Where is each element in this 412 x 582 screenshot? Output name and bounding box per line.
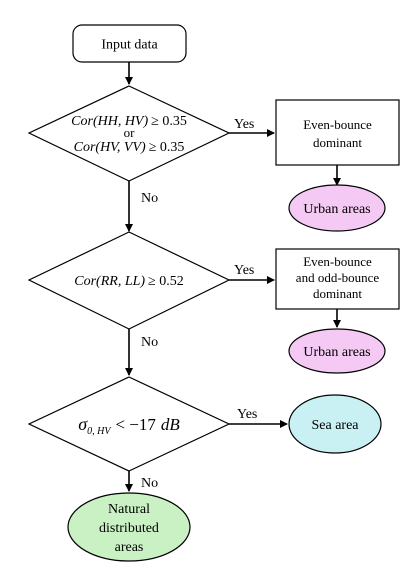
edges: [125, 62, 341, 492]
decision-1-line-3-rel: ≥ 0.35: [149, 140, 185, 155]
decision-2-line-1-func: Cor: [74, 274, 96, 289]
terminal-urban-2: Urban areas: [288, 328, 386, 374]
yes-label-2: Yes: [234, 263, 254, 278]
process-1-box: [275, 99, 400, 166]
start-node: Input data: [72, 24, 187, 63]
decision-3-unit: dB: [161, 415, 181, 434]
decision-3-subscript: 0, HV: [87, 426, 112, 437]
decision-2-line-1-args: (RR, LL): [96, 274, 145, 289]
terminal-natural-line-2: distributed: [99, 521, 159, 536]
terminal-sea-ellipse: [288, 394, 382, 454]
edge-labels: Yes No Yes No Yes No: [141, 117, 257, 491]
decision-1: Cor(HH, HV)≥ 0.35 or Cor(HV, VV)≥ 0.35: [27, 85, 231, 182]
decision-1-line-1: Cor(HH, HV)≥ 0.35: [71, 114, 187, 129]
decision-1-line-3-func: Cor: [74, 140, 96, 155]
terminal-urban-2-label: Urban areas: [303, 345, 370, 360]
decision-2-line-1: Cor(RR, LL)≥ 0.52: [74, 274, 183, 289]
decision-3-diamond: [27, 376, 231, 472]
terminal-urban-1-label: Urban areas: [303, 202, 370, 217]
decision-3: σ0, HV< −17 dB: [27, 376, 231, 472]
decision-1-line-2: or: [124, 125, 136, 140]
process-2-box: [275, 248, 400, 310]
process-1-line-1: Even-bounce: [303, 117, 372, 132]
yes-label-1: Yes: [234, 117, 254, 132]
process-2-line-1: Even-bounce: [303, 254, 372, 269]
decision-1-line-1-rel: ≥ 0.35: [151, 114, 187, 129]
terminal-sea: Sea area: [288, 394, 382, 454]
decision-1-line-3: Cor(HV, VV)≥ 0.35: [74, 140, 185, 155]
terminal-natural: Natural distributed areas: [67, 492, 191, 562]
decision-1-line-1-args: (HH, HV): [93, 114, 149, 129]
terminal-natural-line-1: Natural: [108, 502, 150, 517]
decision-2: Cor(RR, LL)≥ 0.52: [27, 231, 231, 330]
terminal-urban-1: Urban areas: [288, 184, 386, 232]
start-node-box: [72, 24, 187, 63]
no-label-1: No: [141, 191, 158, 206]
decision-2-diamond: [27, 231, 231, 330]
decision-2-line-1-rel: ≥ 0.52: [148, 274, 184, 289]
process-1-line-2: dominant: [313, 135, 362, 150]
process-2: Even-bounce and odd-bounce dominant: [275, 248, 400, 310]
terminal-natural-ellipse: [67, 492, 191, 562]
decision-3-rel: < −17: [115, 415, 156, 434]
no-label-3: No: [141, 476, 158, 491]
no-label-2: No: [141, 335, 158, 350]
process-2-line-2: and odd-bounce: [296, 270, 380, 285]
terminal-sea-label: Sea area: [311, 418, 359, 433]
decision-1-line-3-args: (HV, VV): [95, 140, 146, 155]
yes-label-3: Yes: [237, 407, 257, 422]
process-1: Even-bounce dominant: [275, 99, 400, 166]
process-2-line-3: dominant: [313, 286, 362, 301]
decision-3-sigma: σ: [78, 414, 88, 434]
terminal-urban-2-ellipse: [288, 328, 386, 374]
decision-3-line-1: σ0, HV< −17 dB: [78, 414, 180, 437]
terminal-natural-line-3: areas: [115, 540, 144, 555]
start-node-label: Input data: [101, 38, 158, 53]
terminal-urban-1-ellipse: [288, 184, 386, 232]
decision-1-diamond: [27, 85, 231, 182]
decision-1-line-1-func: Cor: [71, 114, 93, 129]
